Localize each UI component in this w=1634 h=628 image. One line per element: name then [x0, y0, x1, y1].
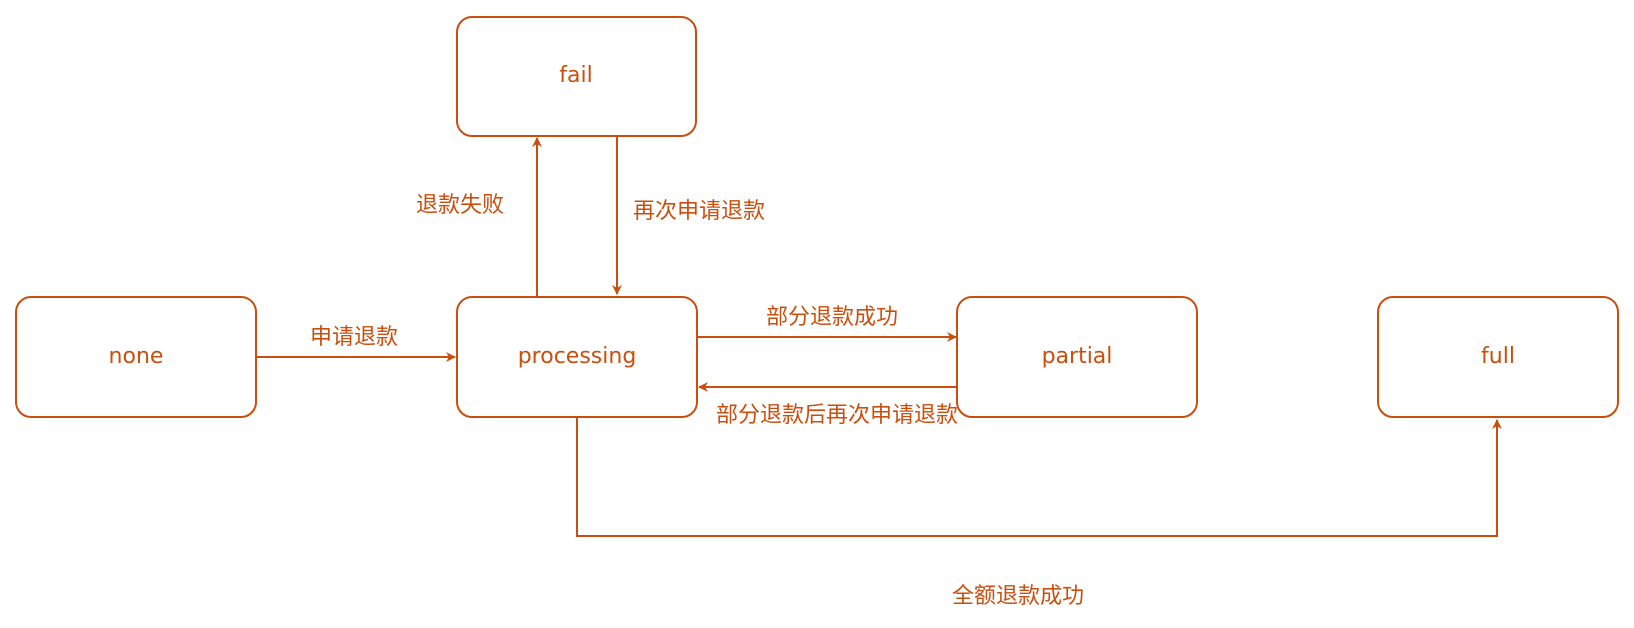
- node-fail: fail: [456, 16, 697, 137]
- node-full: full: [1377, 296, 1619, 418]
- node-partial-box: [956, 296, 1198, 418]
- node-partial: partial: [956, 296, 1198, 418]
- node-fail-box: [456, 16, 697, 137]
- edge-label-processing-to-partial: 部分退款成功: [766, 305, 898, 330]
- edge-label-none-to-processing: 申请退款: [310, 325, 398, 350]
- node-partial-label: partial: [1042, 344, 1113, 369]
- edge-partial-to-processing: 部分退款后再次申请退款: [698, 382, 958, 428]
- edge-processing-to-full-line: [576, 417, 1502, 537]
- edge-processing-to-full: 全额退款成功: [576, 417, 1502, 609]
- edge-label-fail-to-processing: 再次申请退款: [633, 199, 765, 224]
- node-processing-box: [456, 296, 698, 418]
- node-processing-label: processing: [518, 344, 637, 369]
- edge-none-to-processing: 申请退款: [256, 325, 456, 362]
- edge-processing-to-fail: 退款失败: [416, 137, 542, 297]
- node-processing: processing: [456, 296, 698, 418]
- edge-label-partial-to-processing: 部分退款后再次申请退款: [716, 403, 958, 428]
- edge-fail-to-processing: 再次申请退款: [612, 137, 765, 295]
- node-none: none: [15, 296, 257, 418]
- edge-processing-to-partial: 部分退款成功: [697, 305, 957, 342]
- node-full-box: [1377, 296, 1619, 418]
- node-fail-label: fail: [559, 63, 592, 88]
- edge-label-processing-to-fail: 退款失败: [416, 193, 504, 218]
- node-none-box: [15, 296, 257, 418]
- node-none-label: none: [109, 344, 164, 369]
- node-full-label: full: [1481, 344, 1515, 369]
- edge-label-processing-to-full: 全额退款成功: [952, 584, 1084, 609]
